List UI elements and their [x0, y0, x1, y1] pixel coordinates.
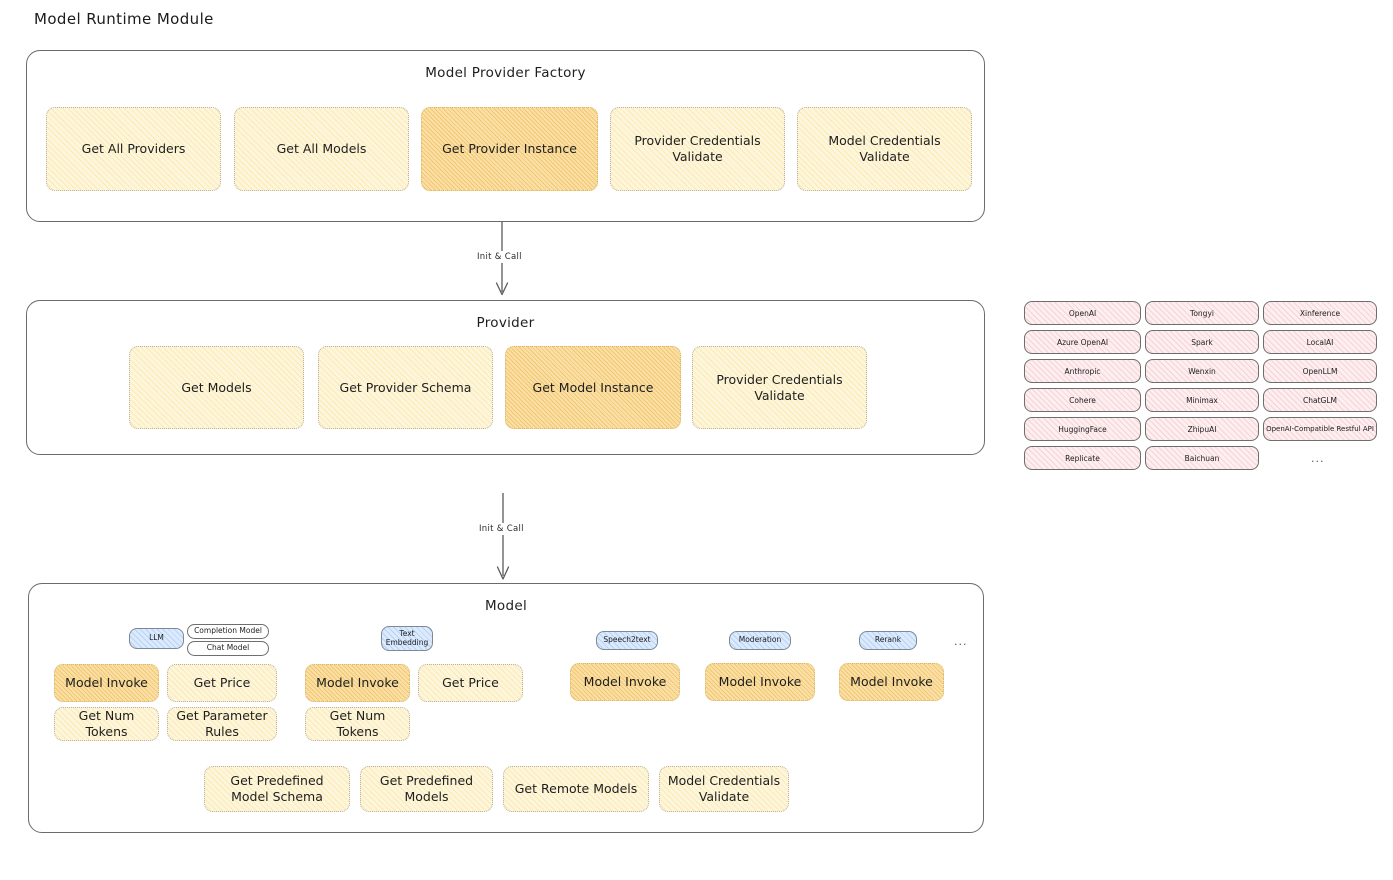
provider-method-get-model-instance[interactable]: Get Model Instance	[505, 346, 681, 429]
provider-tag-openai[interactable]: OpenAI	[1024, 301, 1141, 325]
model-provider-factory-group: Model Provider Factory Get All Providers…	[26, 50, 985, 222]
model-types-more: ...	[954, 635, 968, 648]
provider-tag-baichuan[interactable]: Baichuan	[1145, 446, 1259, 470]
text-embedding-method-get-num-tokens[interactable]: Get Num Tokens	[305, 707, 410, 741]
provider-tag-wenxin[interactable]: Wenxin	[1145, 359, 1259, 383]
model-type-badge-text-embedding[interactable]: Text Embedding	[381, 626, 433, 651]
provider-tag-huggingface[interactable]: HuggingFace	[1024, 417, 1141, 441]
provider-tag-localai[interactable]: LocalAI	[1263, 330, 1377, 354]
page-title: Model Runtime Module	[34, 10, 214, 28]
model-common-method-model-credentials-validate[interactable]: Model Credentials Validate	[659, 766, 789, 812]
provider-method-get-models[interactable]: Get Models	[129, 346, 304, 429]
factory-title: Model Provider Factory	[425, 65, 586, 81]
model-type-badge-rerank[interactable]: Rerank	[859, 631, 917, 650]
provider-tag-spark[interactable]: Spark	[1145, 330, 1259, 354]
factory-method-get-all-models[interactable]: Get All Models	[234, 107, 409, 191]
model-common-method-get-remote-models[interactable]: Get Remote Models	[503, 766, 649, 812]
rerank-method-model-invoke[interactable]: Model Invoke	[839, 663, 944, 701]
factory-method-get-all-providers[interactable]: Get All Providers	[46, 107, 221, 191]
connector-provider-to-model	[496, 493, 510, 580]
provider-group: Provider Get Models Get Provider Schema …	[26, 300, 996, 466]
model-subbadge-completion-model[interactable]: Completion Model	[187, 624, 269, 639]
provider-tag-cohere[interactable]: Cohere	[1024, 388, 1141, 412]
text-embedding-method-get-price[interactable]: Get Price	[418, 664, 523, 702]
model-type-badge-moderation[interactable]: Moderation	[729, 631, 791, 650]
llm-method-get-parameter-rules[interactable]: Get Parameter Rules	[167, 707, 277, 741]
provider-tag-anthropic[interactable]: Anthropic	[1024, 359, 1141, 383]
provider-tag-replicate[interactable]: Replicate	[1024, 446, 1141, 470]
model-title: Model	[484, 598, 528, 614]
provider-list-more: ...	[1311, 452, 1325, 465]
connector-2-label: Init & Call	[475, 523, 528, 535]
llm-method-get-price[interactable]: Get Price	[167, 664, 277, 702]
provider-tag-chatglm[interactable]: ChatGLM	[1263, 388, 1377, 412]
provider-tag-zhipuai[interactable]: ZhipuAI	[1145, 417, 1259, 441]
llm-method-get-num-tokens[interactable]: Get Num Tokens	[54, 707, 159, 741]
moderation-method-model-invoke[interactable]: Model Invoke	[705, 663, 815, 701]
model-type-badge-llm[interactable]: LLM	[129, 628, 184, 649]
provider-tag-minimax[interactable]: Minimax	[1145, 388, 1259, 412]
provider-tag-openai-compatible-restful-api[interactable]: OpenAI-Compatible Restful API	[1263, 417, 1377, 441]
provider-title: Provider	[476, 315, 535, 331]
factory-method-get-provider-instance[interactable]: Get Provider Instance	[421, 107, 598, 191]
provider-tag-azure-openai[interactable]: Azure OpenAI	[1024, 330, 1141, 354]
provider-tag-xinference[interactable]: Xinference	[1263, 301, 1377, 325]
llm-method-model-invoke[interactable]: Model Invoke	[54, 664, 159, 702]
text-embedding-method-model-invoke[interactable]: Model Invoke	[305, 664, 410, 702]
provider-tag-tongyi[interactable]: Tongyi	[1145, 301, 1259, 325]
factory-method-model-credentials-validate[interactable]: Model Credentials Validate	[797, 107, 972, 191]
provider-tag-openllm[interactable]: OpenLLM	[1263, 359, 1377, 383]
provider-method-provider-credentials-validate[interactable]: Provider Credentials Validate	[692, 346, 867, 429]
model-group: Model LLM Completion Model Chat Model Mo…	[28, 583, 995, 844]
model-common-method-get-predefined-models[interactable]: Get Predefined Models	[360, 766, 493, 812]
model-type-badge-speech2text[interactable]: Speech2text	[596, 631, 658, 650]
speech2text-method-model-invoke[interactable]: Model Invoke	[570, 663, 680, 701]
model-subbadge-chat-model[interactable]: Chat Model	[187, 641, 269, 656]
model-common-method-get-predefined-model-schema[interactable]: Get Predefined Model Schema	[204, 766, 350, 812]
factory-method-provider-credentials-validate[interactable]: Provider Credentials Validate	[610, 107, 785, 191]
connector-1-label: Init & Call	[473, 251, 526, 263]
provider-method-get-provider-schema[interactable]: Get Provider Schema	[318, 346, 493, 429]
